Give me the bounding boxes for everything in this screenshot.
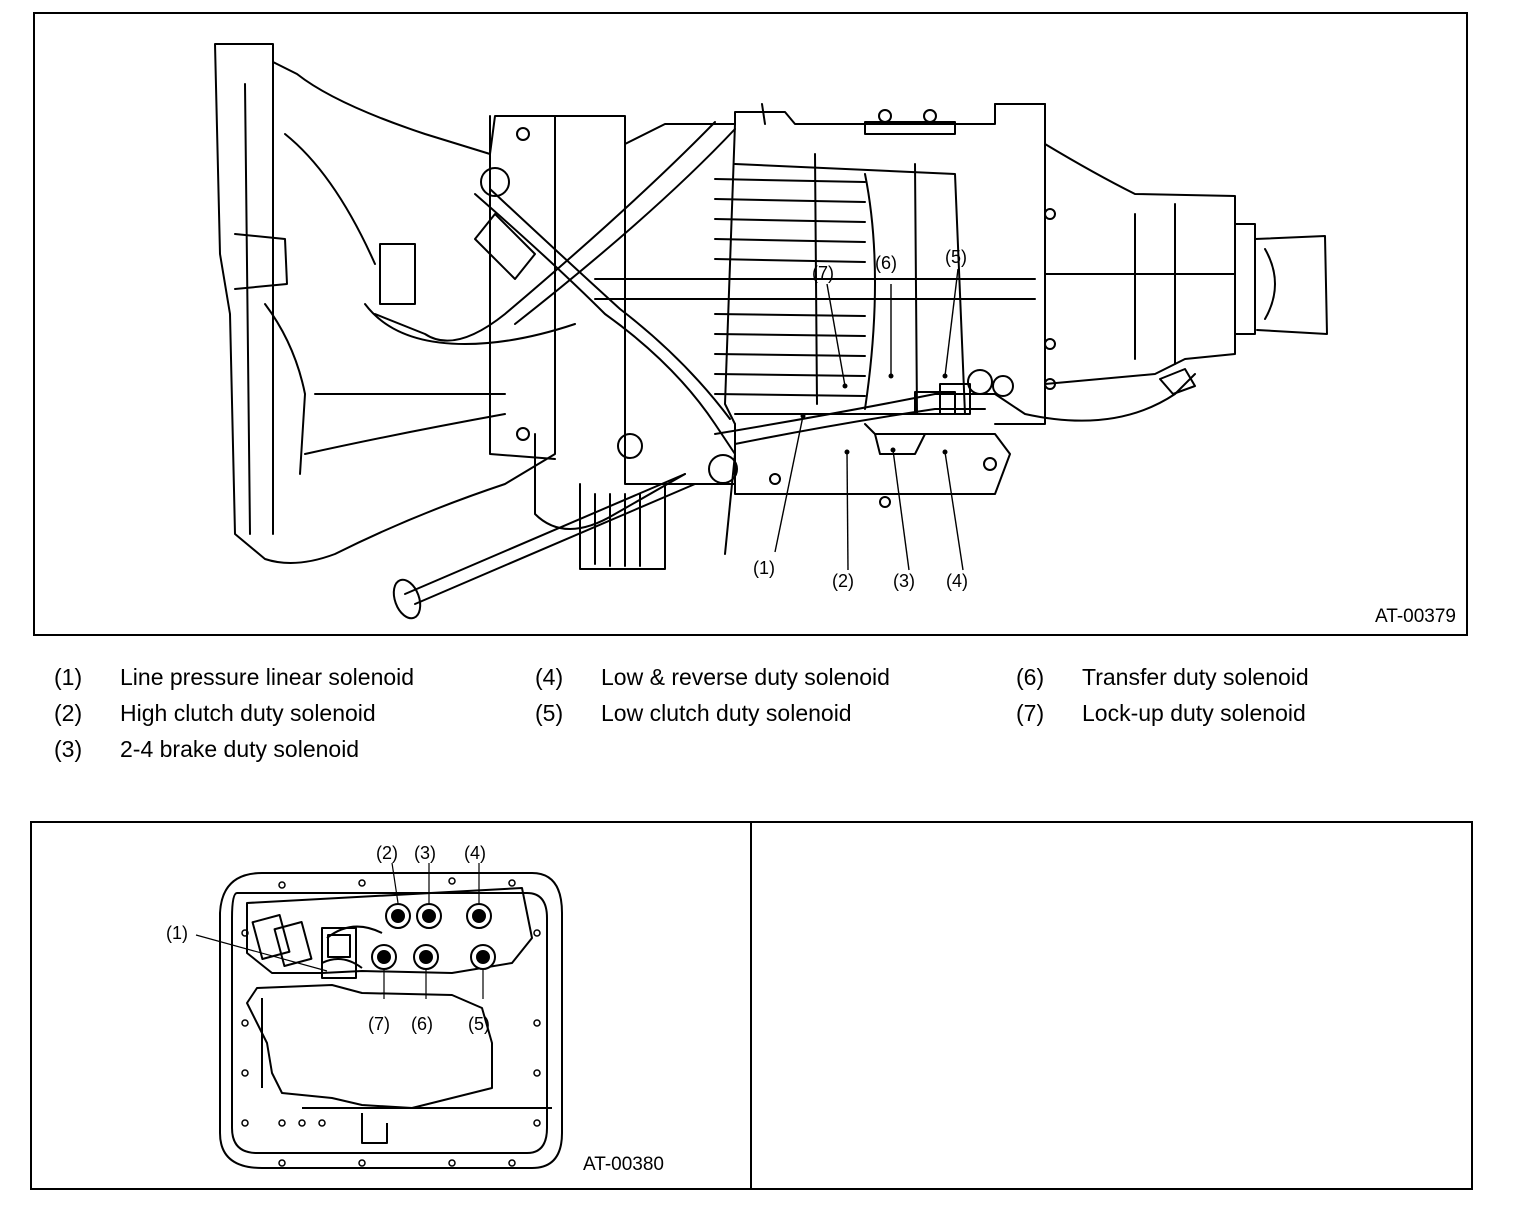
legend-item-7: (7) Lock-up duty solenoid: [1016, 700, 1306, 727]
legend-num: (1): [54, 664, 83, 690]
figure-id-top: AT-00379: [1375, 606, 1456, 627]
legend-item-1: (1) Line pressure linear solenoid: [54, 664, 414, 691]
legend-label: Line pressure linear solenoid: [120, 664, 415, 690]
legend-item-6: (6) Transfer duty solenoid: [1016, 664, 1309, 691]
figure-id-bottom: AT-00380: [583, 1154, 664, 1175]
legend-label: Lock-up duty solenoid: [1082, 700, 1306, 726]
legend-item-5: (5) Low clutch duty solenoid: [535, 700, 852, 727]
legend-label: 2-4 brake duty solenoid: [120, 736, 360, 762]
legend-label: High clutch duty solenoid: [120, 700, 376, 726]
legend-num: (6): [1016, 664, 1045, 690]
top-callout-7: (7): [812, 263, 834, 283]
bottom-callout-3: (3): [414, 843, 436, 863]
legend-num: (5): [535, 700, 564, 726]
transmission-side-view-figure: (1) (2) (3) (4) (5) (6) (7) AT-00379: [33, 12, 1468, 636]
bottom-callout-4: (4): [464, 843, 486, 863]
bottom-callout-1: (1): [166, 923, 188, 943]
valve-body-top-view-figure: (1) (2) (3) (4) (5) (6) (7) AT-00380: [30, 821, 752, 1190]
top-callout-1: (1): [753, 558, 775, 578]
solenoid-legend: (1) Line pressure linear solenoid (2) High…: [54, 664, 1474, 774]
bottom-callout-7: (7): [368, 1014, 390, 1034]
transmission-drawing: (1) (2) (3) (4) (5) (6) (7): [214, 43, 1328, 620]
legend-item-2: (2) High clutch duty solenoid: [54, 700, 376, 727]
bottom-callout-6: (6): [411, 1014, 433, 1034]
empty-figure-panel: [750, 821, 1473, 1190]
legend-num: (2): [54, 700, 83, 726]
bottom-callout-2: (2): [376, 843, 398, 863]
top-callout-4: (4): [946, 571, 968, 591]
legend-num: (3): [54, 736, 83, 762]
valve-body-drawing: (1) (2) (3) (4) (5) (6) (7): [166, 843, 563, 1169]
top-callout-6: (6): [875, 253, 897, 273]
legend-label: Transfer duty solenoid: [1082, 664, 1309, 690]
bottom-callout-5: (5): [468, 1014, 490, 1034]
legend-label: Low clutch duty solenoid: [601, 700, 852, 726]
top-callout-5: (5): [945, 247, 967, 267]
legend-item-4: (4) Low & reverse duty solenoid: [535, 664, 890, 691]
top-callout-3: (3): [893, 571, 915, 591]
legend-num: (7): [1016, 700, 1045, 726]
legend-num: (4): [535, 664, 564, 690]
top-callout-2: (2): [832, 571, 854, 591]
legend-label: Low & reverse duty solenoid: [601, 664, 890, 690]
legend-item-3: (3) 2-4 brake duty solenoid: [54, 736, 359, 763]
